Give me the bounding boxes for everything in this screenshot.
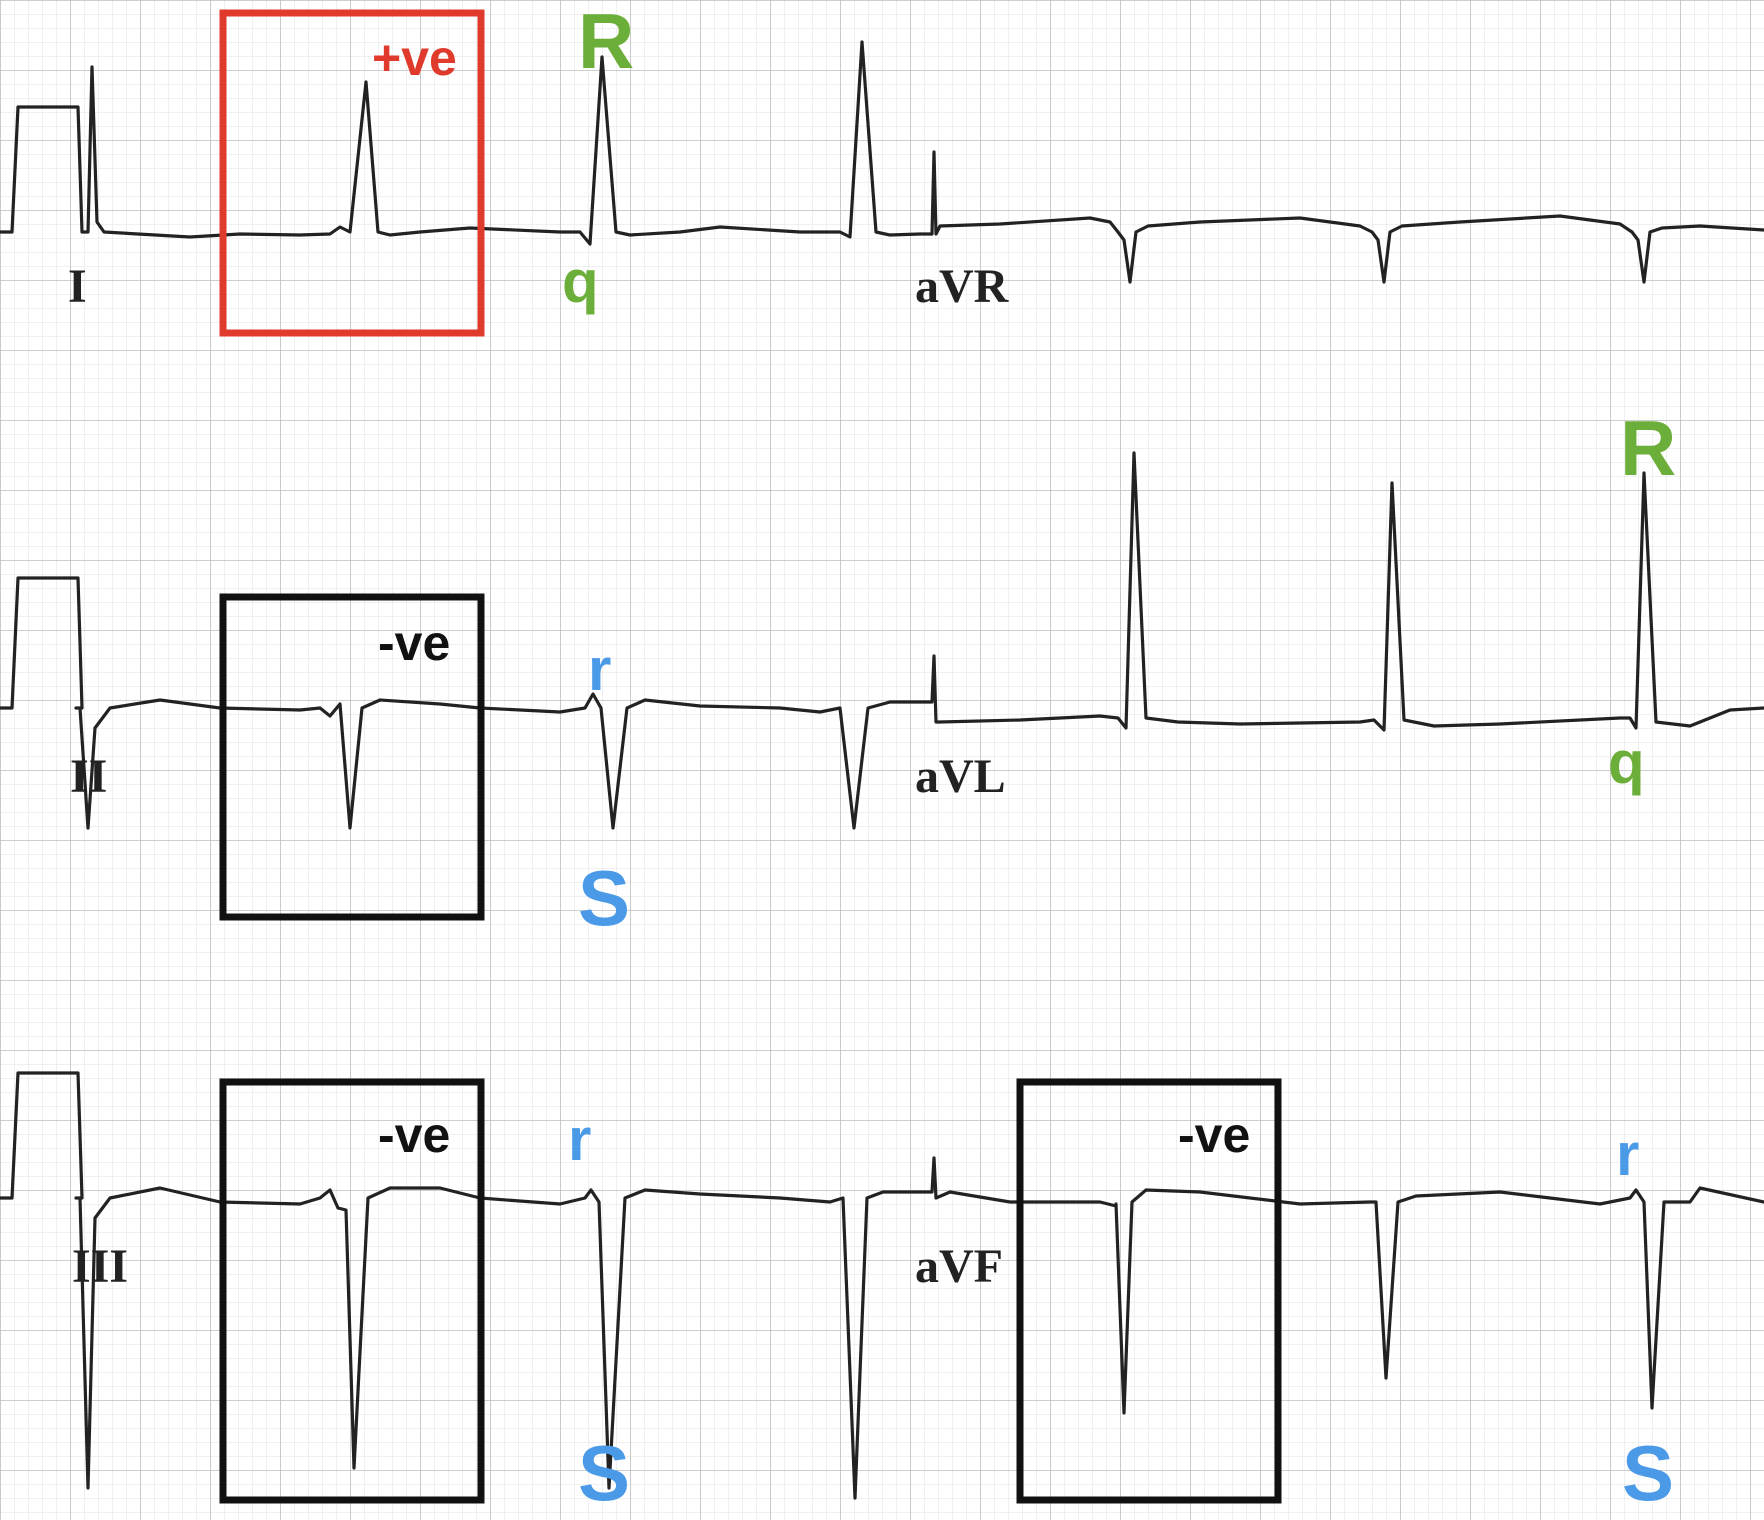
positive-box-lead-I	[219, 9, 485, 337]
wave-label-aVL-q: q	[1608, 729, 1645, 796]
lead-label-aVL: aVL	[915, 750, 1006, 803]
wave-label-aVF-r: r	[1616, 1121, 1639, 1188]
wave-label-III-S: S	[578, 1429, 630, 1517]
wave-label-III-r: r	[568, 1106, 591, 1173]
lead-label-aVR: aVR	[915, 260, 1010, 313]
negative-box-lead-II	[219, 593, 485, 921]
negative-box-lead-III	[219, 1078, 485, 1504]
lead-label-II: II	[70, 750, 107, 803]
trace-row-2-lead-II-aVL	[0, 451, 1764, 830]
lead-label-III: III	[72, 1240, 128, 1293]
negative-box-label-lead-aVF: -ve	[1178, 1107, 1250, 1163]
wave-label-I-q: q	[562, 248, 599, 315]
wave-label-II-r: r	[588, 636, 611, 703]
negative-box-label-lead-III: -ve	[378, 1107, 450, 1163]
lead-label-I: I	[68, 260, 87, 313]
trace-row-1-lead-I-aVR	[0, 40, 1764, 284]
wave-label-I-R: R	[578, 0, 634, 85]
negative-box-label-lead-II: -ve	[378, 615, 450, 671]
wave-label-aVL-R: R	[1620, 404, 1676, 492]
trace-row-3-lead-III-aVF	[0, 1071, 1764, 1500]
positive-box-label: +ve	[372, 30, 457, 86]
negative-box-lead-aVF	[1016, 1078, 1282, 1504]
lead-label-aVF: aVF	[915, 1240, 1003, 1293]
wave-label-aVF-S: S	[1622, 1429, 1674, 1517]
wave-label-II-S: S	[578, 854, 630, 942]
